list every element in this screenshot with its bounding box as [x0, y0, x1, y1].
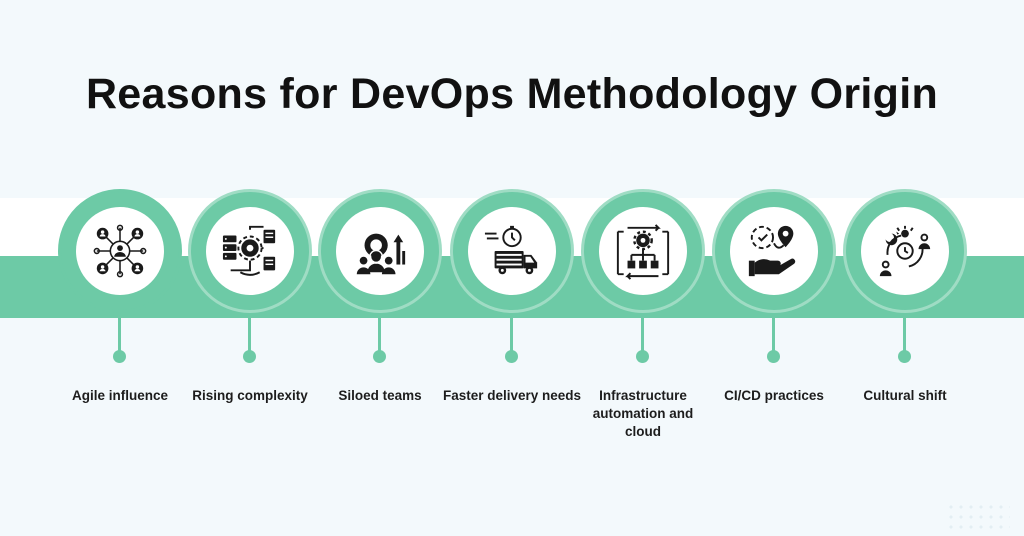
item-label: Rising complexity — [192, 388, 308, 403]
timeline-item-siloed-teams: Siloed teams — [315, 0, 445, 536]
connector-dot — [767, 350, 780, 363]
icon-disc — [206, 207, 294, 295]
icon-disc — [336, 207, 424, 295]
decorative-dot-grid — [946, 502, 1010, 530]
connector-stem — [772, 313, 775, 351]
connector-dot — [243, 350, 256, 363]
timeline-item-cicd-practices: CI/CD practices — [709, 0, 839, 536]
connector-stem — [118, 313, 121, 351]
icon-disc — [730, 207, 818, 295]
connector-dot — [636, 350, 649, 363]
connector-dot — [505, 350, 518, 363]
delivery-truck-icon — [484, 225, 538, 275]
connector-stem — [903, 313, 906, 351]
connector-stem — [641, 313, 644, 351]
icon-ring — [58, 189, 182, 313]
icon-ring — [581, 189, 705, 313]
item-label: Cultural shift — [863, 388, 947, 403]
icon-ring — [843, 189, 967, 313]
timeline-item-agile-influence: Agile influence — [55, 0, 185, 536]
icon-disc — [468, 207, 556, 295]
timeline-item-infrastructure-automation: Infrastructure automation and cloud — [578, 0, 708, 536]
item-label: Infrastructure automation and cloud — [592, 388, 694, 439]
team-gear-icon — [356, 233, 406, 275]
item-label: Siloed teams — [338, 388, 422, 403]
icon-disc — [861, 207, 949, 295]
timeline-item-faster-delivery: Faster delivery needs — [443, 0, 581, 536]
icon-disc — [76, 207, 164, 295]
page-title: Reasons for DevOps Methodology Origin — [85, 70, 939, 118]
server-gear-icon — [222, 225, 276, 276]
hand-gear-location-icon — [748, 225, 796, 277]
icon-disc — [599, 207, 687, 295]
icon-ring — [450, 189, 574, 313]
item-label: CI/CD practices — [724, 388, 824, 403]
icon-ring — [712, 189, 836, 313]
timeline-item-cultural-shift: Cultural shift — [840, 0, 970, 536]
automation-hierarchy-icon — [616, 224, 670, 280]
item-label: Agile influence — [71, 388, 169, 403]
connector-dot — [373, 350, 386, 363]
connector-stem — [510, 313, 513, 351]
day-night-people-icon — [879, 225, 931, 277]
connector-stem — [248, 313, 251, 351]
item-label: Faster delivery needs — [442, 388, 582, 403]
connector-dot — [113, 350, 126, 363]
connector-dot — [898, 350, 911, 363]
team-network-icon — [93, 224, 147, 278]
icon-ring — [188, 189, 312, 313]
timeline-item-rising-complexity: Rising complexity — [185, 0, 315, 536]
icon-ring — [318, 189, 442, 313]
connector-stem — [378, 313, 381, 351]
